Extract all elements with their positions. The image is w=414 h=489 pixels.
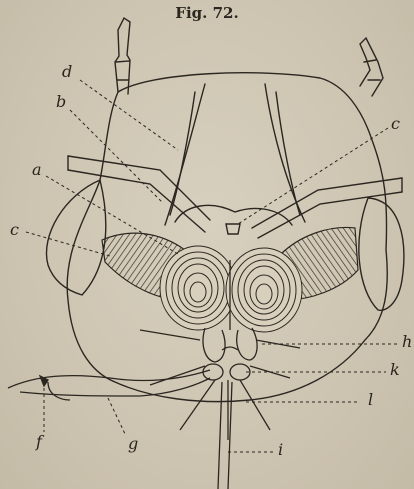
right-eye	[359, 198, 404, 310]
median-organ	[226, 224, 240, 234]
leader-c-left	[26, 232, 110, 256]
label-c-left: c	[10, 222, 19, 238]
label-i: i	[278, 442, 283, 458]
label-g: g	[128, 436, 138, 452]
left-ganglion	[160, 246, 236, 330]
right-ganglion	[226, 248, 302, 332]
label-f: f	[36, 434, 42, 450]
label-l: l	[368, 392, 373, 408]
label-c-right: c	[391, 116, 400, 132]
label-a: a	[32, 162, 42, 178]
ventral-cord	[218, 382, 232, 489]
label-b: b	[56, 94, 66, 110]
leader-d	[80, 80, 178, 150]
label-k: k	[390, 362, 400, 378]
left-antenna	[115, 18, 130, 94]
subesophageal-left	[203, 328, 225, 362]
leader-c-right	[238, 128, 388, 224]
subesophageal-right	[237, 328, 257, 360]
label-h: h	[402, 334, 412, 350]
leader-g	[108, 398, 126, 436]
label-d: d	[62, 64, 72, 80]
right-antenna	[360, 38, 383, 96]
